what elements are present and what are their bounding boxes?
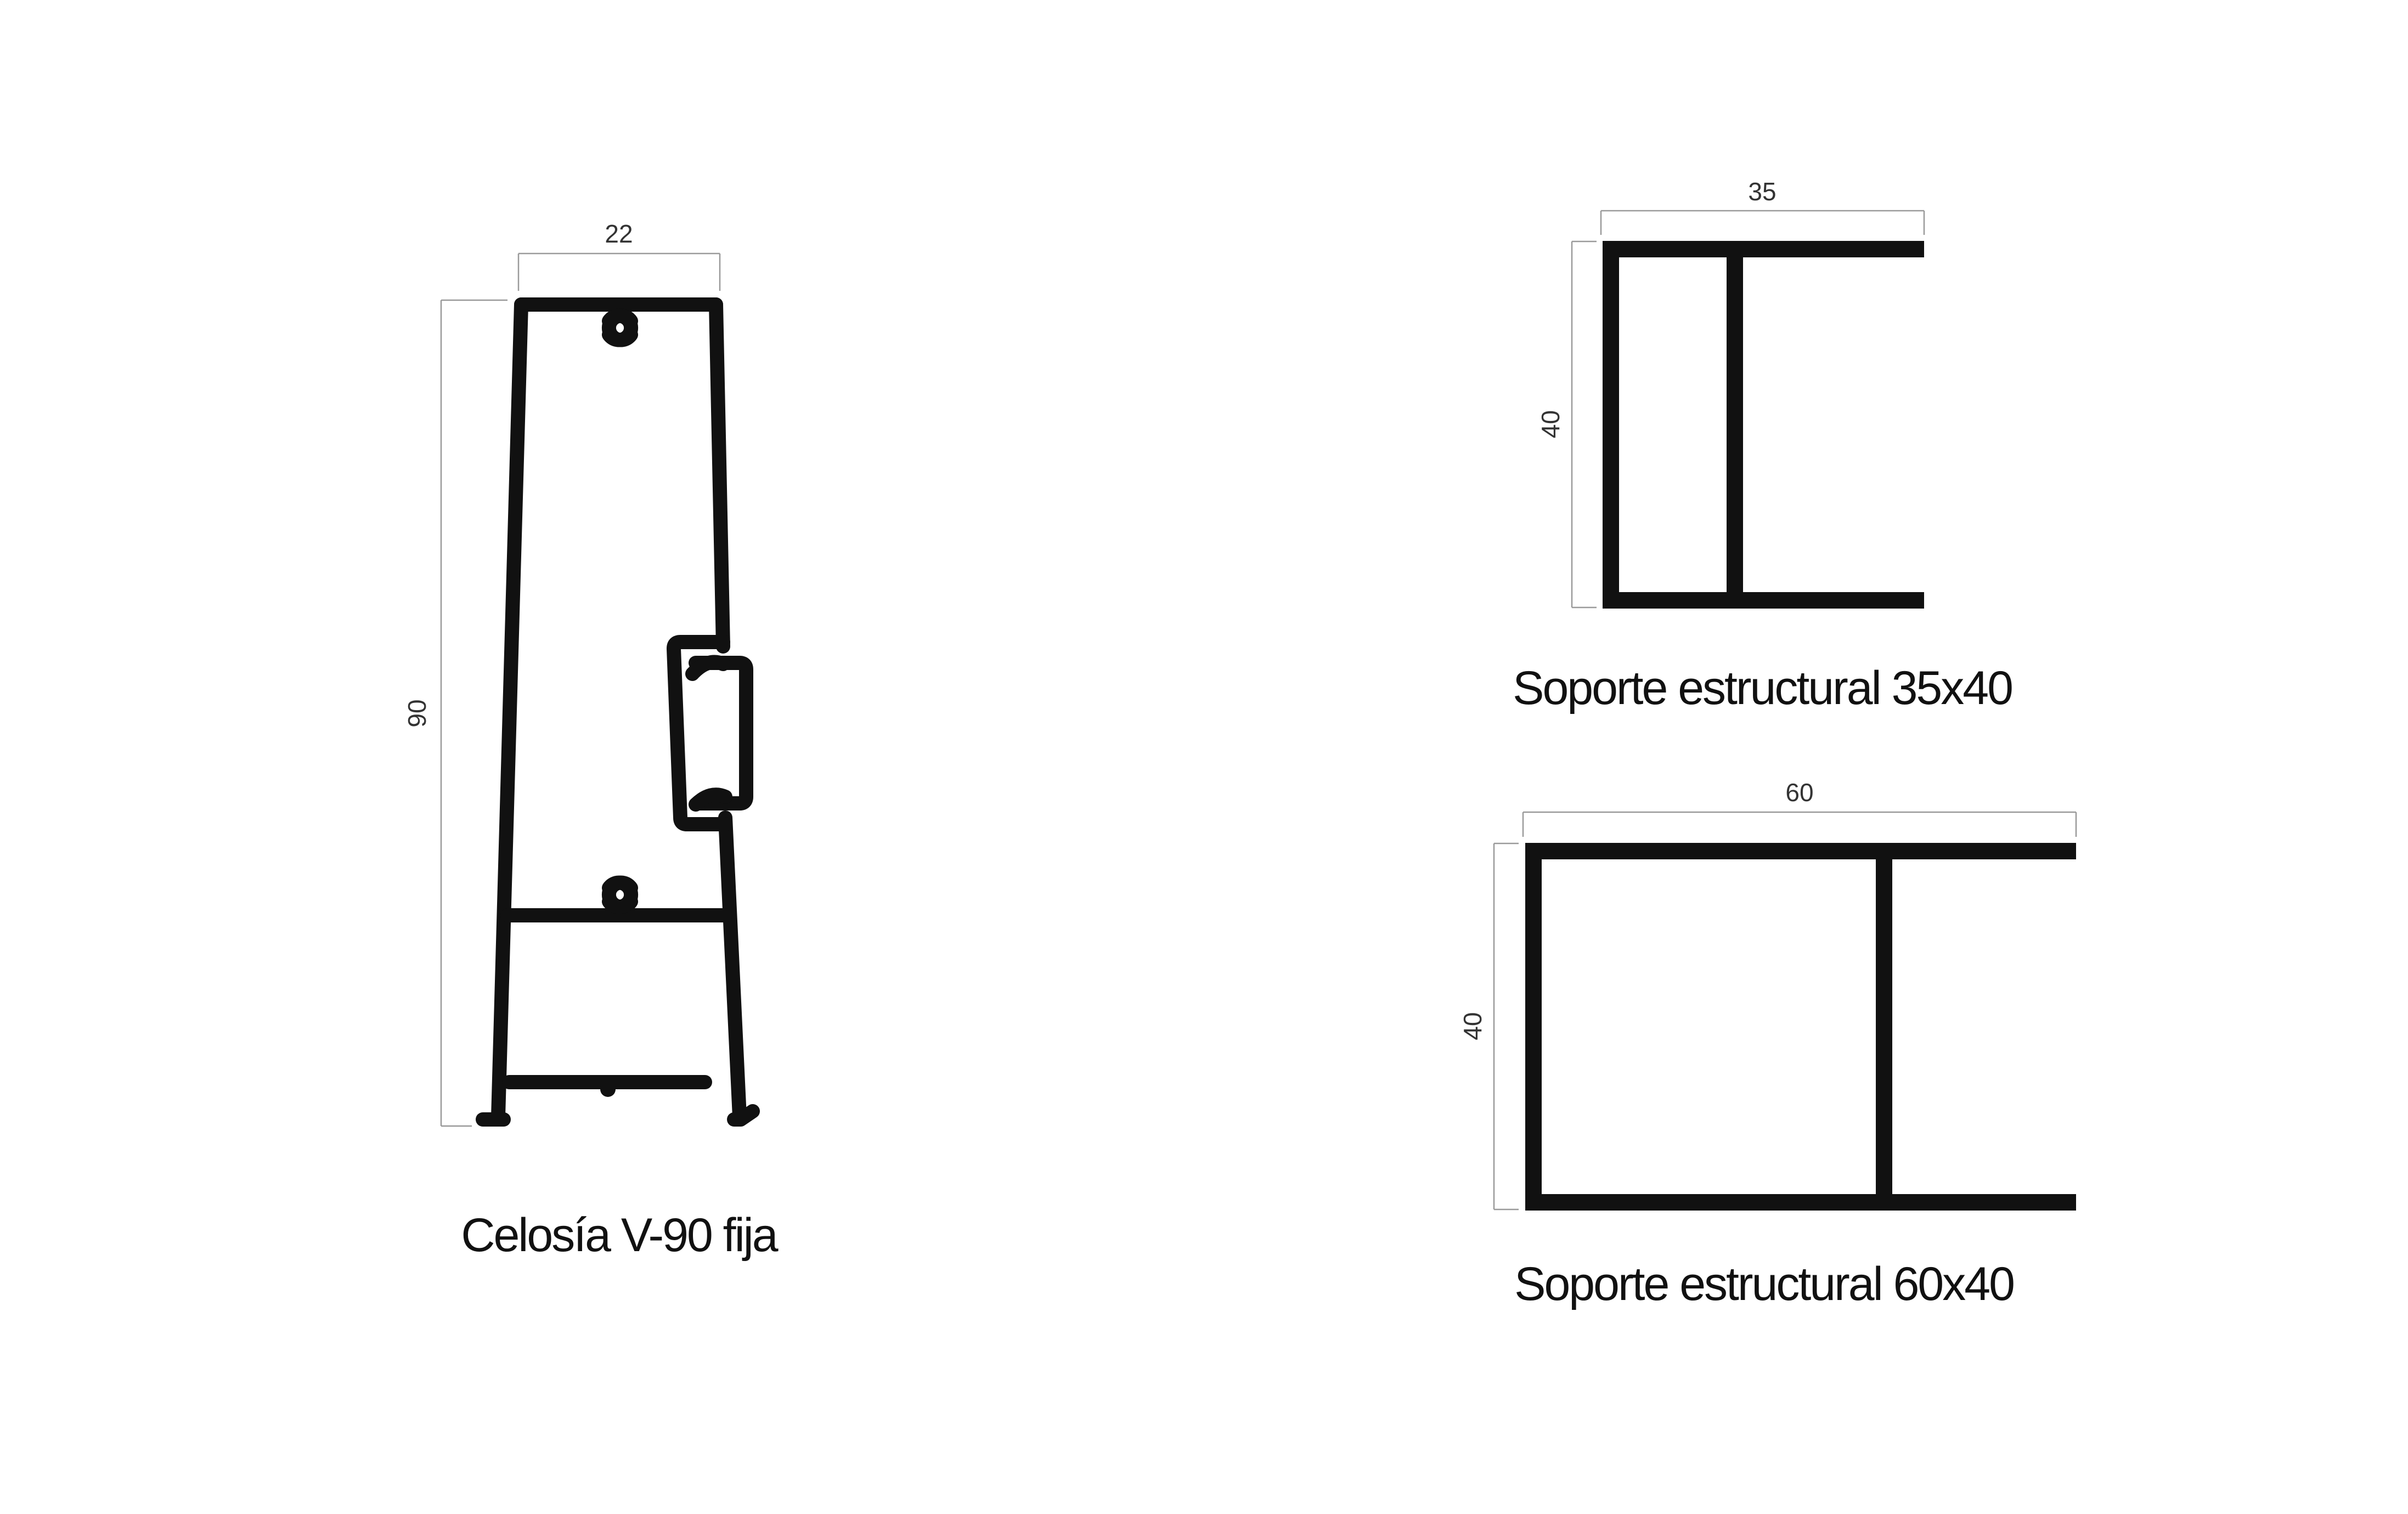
- celosia-height-label: 90: [403, 699, 431, 727]
- soporte-60x40-group: 60 40 Soporte estructural 60x40: [1458, 778, 2077, 1310]
- soporte-35x40-height-dimension: 40: [1536, 240, 1597, 609]
- soporte-60x40-height-dimension: 40: [1458, 842, 1519, 1211]
- celosia-height-dimension: 90: [403, 299, 507, 1127]
- celosia-profile-group: 22 90: [403, 219, 780, 1262]
- soporte-35x40-height-label: 40: [1536, 410, 1565, 438]
- celosia-width-label: 22: [605, 219, 633, 248]
- soporte-35x40-caption: Soporte estructural 35x40: [1513, 662, 2012, 714]
- soporte-60x40-caption: Soporte estructural 60x40: [1514, 1258, 2014, 1310]
- celosia-profile-shape: [476, 297, 760, 1127]
- soporte-60x40-width-label: 60: [1785, 778, 1813, 807]
- soporte-35x40-width-dimension: 35: [1600, 177, 1925, 235]
- soporte-35x40-group: 35 40 Soporte estructural 35x40: [1513, 177, 2014, 714]
- soporte-35x40-shape: [1603, 241, 1924, 609]
- celosia-width-dimension: 22: [517, 219, 721, 291]
- soporte-35x40-width-label: 35: [1748, 177, 1776, 206]
- soporte-60x40-shape: [1525, 843, 2076, 1211]
- soporte-60x40-height-label: 40: [1458, 1012, 1487, 1040]
- celosia-caption: Celosía V-90 fija: [461, 1209, 778, 1262]
- soporte-60x40-width-dimension: 60: [1522, 778, 2077, 837]
